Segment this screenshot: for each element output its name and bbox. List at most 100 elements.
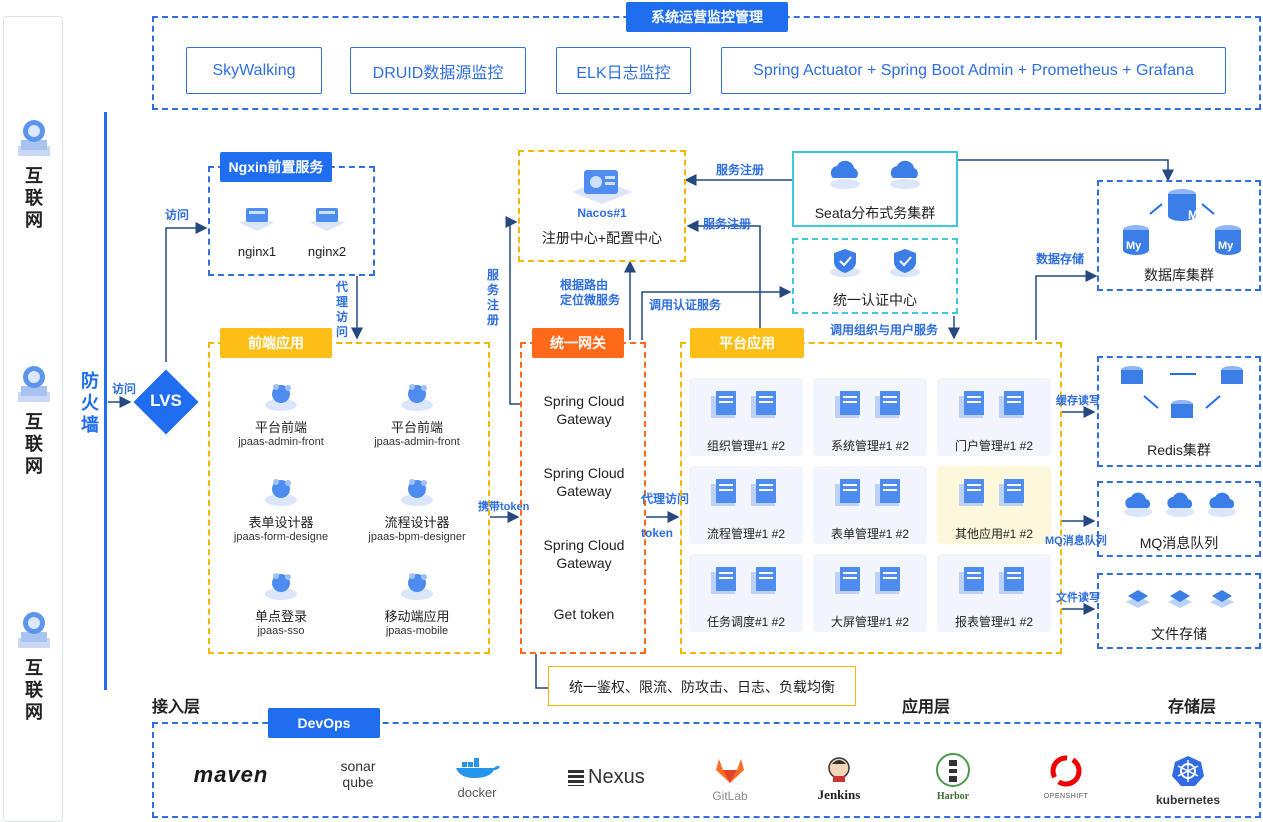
service-card: 大屏管理#1 #2 <box>813 554 927 632</box>
service-label: 任务调度#1 #2 <box>706 615 786 629</box>
gateway-token-label: token <box>641 526 674 540</box>
platform-title: 平台应用 <box>690 328 804 358</box>
redis-section <box>1097 356 1261 467</box>
redis-icon <box>1121 366 1243 418</box>
auth-section <box>792 238 958 314</box>
mq-icon <box>1124 492 1236 517</box>
nexus-logo: Nexus <box>568 766 652 789</box>
gateway-item: Spring Cloud Gateway <box>543 537 625 571</box>
file-storage-label: 文件存储 <box>1151 626 1207 642</box>
gateway-title: 统一网关 <box>532 328 624 358</box>
ngxin-title: Ngxin前置服务 <box>220 152 332 182</box>
doc-stack-icon <box>959 479 1024 506</box>
app-code: jpaas-bpm-designer <box>368 531 466 543</box>
service-label: 流程管理#1 #2 <box>706 527 786 541</box>
nacos-name: Nacos#1 <box>577 206 627 220</box>
jenkins-logo: Jenkins <box>808 756 870 803</box>
docker-whale-icon <box>456 758 500 778</box>
server-icon <box>240 208 274 231</box>
nacos-icon <box>572 170 632 204</box>
app-name: 平台前端 <box>254 420 307 435</box>
gitlab-fox-icon <box>716 759 744 783</box>
docker-logo: docker <box>452 758 502 800</box>
app-name: 表单设计器 <box>248 515 314 530</box>
openshift-ring-icon <box>1050 755 1082 787</box>
mq-section <box>1097 481 1261 557</box>
nacos-section <box>518 150 686 262</box>
frontend-title: 前端应用 <box>220 328 332 358</box>
call-org-label: 调用组织与用户服务 <box>830 323 939 337</box>
app-name: 流程设计器 <box>384 515 450 530</box>
auth-label: 统一认证中心 <box>833 292 917 308</box>
gateway-item: Spring Cloud Gateway <box>543 393 625 427</box>
service-label: 组织管理#1 #2 <box>706 439 786 453</box>
doc-stack-icon <box>835 391 900 418</box>
internet-group-1: 互联网 <box>14 116 54 231</box>
app-cube-icon <box>401 573 433 600</box>
firewall-line <box>104 112 107 690</box>
service-label: 系统管理#1 #2 <box>830 439 910 453</box>
frontend-app: 流程设计器 jpaas-bpm-designer <box>350 473 484 543</box>
doc-stack-icon <box>711 479 776 506</box>
service-card: 任务调度#1 #2 <box>689 554 803 632</box>
doc-stack-icon <box>711 391 776 418</box>
service-card: 其他应用#1 #2 <box>937 466 1051 544</box>
app-cube-icon <box>265 384 297 411</box>
nginx1-label: nginx1 <box>237 244 277 259</box>
cloud-server-icon <box>18 366 50 402</box>
db-cluster-section <box>1097 180 1261 291</box>
frontend-section <box>208 342 490 654</box>
ngxin-proxy-label: 代理访问 <box>336 280 349 339</box>
kubernetes-label: kubernetes <box>1155 793 1221 807</box>
seata-label: Seata分布式务集群 <box>814 205 936 221</box>
app-code: jpaas-sso <box>257 625 305 637</box>
app-layer-label: 应用层 <box>902 699 951 716</box>
service-label: 门户管理#1 #2 <box>954 439 1034 453</box>
db-node-label: M <box>1188 208 1198 222</box>
sonarqube-logo: sonar qube <box>340 758 376 790</box>
service-label: 其他应用#1 #2 <box>954 527 1034 541</box>
db-node-label: My <box>1126 240 1142 252</box>
access-layer-label: 接入层 <box>152 699 201 716</box>
frontend-app: 单点登录 jpaas-sso <box>214 567 348 637</box>
app-name: 平台前端 <box>390 420 443 435</box>
gateway-item: Get token <box>553 606 615 622</box>
doc-stack-icon <box>835 567 900 594</box>
service-label: 大屏管理#1 #2 <box>830 615 910 629</box>
mq-edge-label: MQ消息队列 <box>1045 535 1107 547</box>
cache-label: 缓存读写 <box>1056 395 1100 407</box>
app-cube-icon <box>265 573 297 600</box>
druid-box: DRUID数据源监控 <box>350 47 526 94</box>
storage-layer-label: 存储层 <box>1168 699 1217 716</box>
internet-label: 互联网 <box>25 412 43 476</box>
gateway-note: 统一鉴权、限流、防攻击、日志、负载均衡 <box>569 679 835 695</box>
internet-label: 互联网 <box>25 658 43 722</box>
harbor-label: Harbor <box>936 791 970 802</box>
doc-stack-icon <box>959 391 1024 418</box>
skywalking-box: SkyWalking <box>186 47 322 94</box>
jenkins-butler-icon <box>828 757 850 782</box>
nacos-label: 注册中心+配置中心 <box>541 230 663 246</box>
gitlab-label: GitLab <box>712 789 748 803</box>
service-card: 组织管理#1 #2 <box>689 378 803 456</box>
app-cube-icon <box>265 479 297 506</box>
service-card: 流程管理#1 #2 <box>689 466 803 544</box>
gateway-note-box <box>548 666 856 706</box>
kubernetes-logo: kubernetes <box>1152 754 1224 807</box>
file-storage-section <box>1097 573 1261 649</box>
service-label: 报表管理#1 #2 <box>954 615 1034 629</box>
mq-label: MQ消息队列 <box>1139 535 1219 551</box>
app-name: 移动端应用 <box>384 609 450 624</box>
db-store-label: 数据存储 <box>1036 252 1085 266</box>
ngxin-visit-label: 访问 <box>165 208 190 222</box>
db-cluster-label: 数据库集群 <box>1144 267 1214 283</box>
elk-box: ELK日志监控 <box>556 47 691 94</box>
redis-label: Redis集群 <box>1147 442 1211 458</box>
cloud-icon <box>830 160 860 189</box>
nginx2-label: nginx2 <box>307 244 347 259</box>
openshift-logo: OPENSHIFT <box>1038 754 1094 800</box>
openshift-label: OPENSHIFT <box>1043 793 1089 800</box>
shield-icon <box>890 249 920 277</box>
doc-stack-icon <box>711 567 776 594</box>
server-icon <box>310 208 344 231</box>
